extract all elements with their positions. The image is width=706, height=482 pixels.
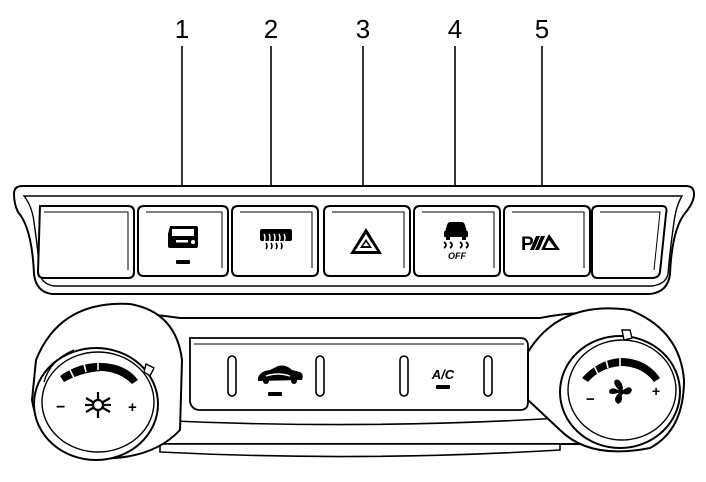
climate-center-panel xyxy=(190,338,528,410)
door-lock-button[interactable] xyxy=(138,206,228,276)
traction-control-button[interactable]: OFF xyxy=(414,206,500,276)
recirculation-indicator xyxy=(268,392,282,396)
ac-indicator xyxy=(436,385,450,389)
upper-button-strip: OFF P xyxy=(14,186,694,294)
callout-4: 4 xyxy=(448,14,462,44)
rear-defog-button[interactable] xyxy=(232,206,318,276)
callouts: 1 2 3 4 5 xyxy=(175,14,549,44)
temperature-minus: − xyxy=(56,399,65,416)
door-lock-indicator xyxy=(176,260,190,264)
park-assist-label: P xyxy=(521,234,534,255)
door-lock-icon xyxy=(168,226,198,248)
blank-button-right[interactable] xyxy=(592,206,667,278)
climate-control-panel: A/C − + xyxy=(32,304,684,460)
callout-2: 2 xyxy=(264,14,278,44)
blank-button-left[interactable] xyxy=(38,206,134,278)
temperature-knob[interactable]: − + xyxy=(32,304,182,460)
fan-plus: + xyxy=(652,383,660,399)
park-assist-button[interactable]: P xyxy=(504,206,590,276)
traction-off-label: OFF xyxy=(448,251,466,261)
callout-3: 3 xyxy=(356,14,370,44)
temperature-plus: + xyxy=(128,399,137,416)
callout-5: 5 xyxy=(535,14,549,44)
fan-minus: − xyxy=(586,391,595,408)
hazard-button[interactable] xyxy=(324,206,410,276)
callout-1: 1 xyxy=(175,14,189,44)
ac-label: A/C xyxy=(431,367,455,382)
fan-pointer xyxy=(622,330,632,340)
